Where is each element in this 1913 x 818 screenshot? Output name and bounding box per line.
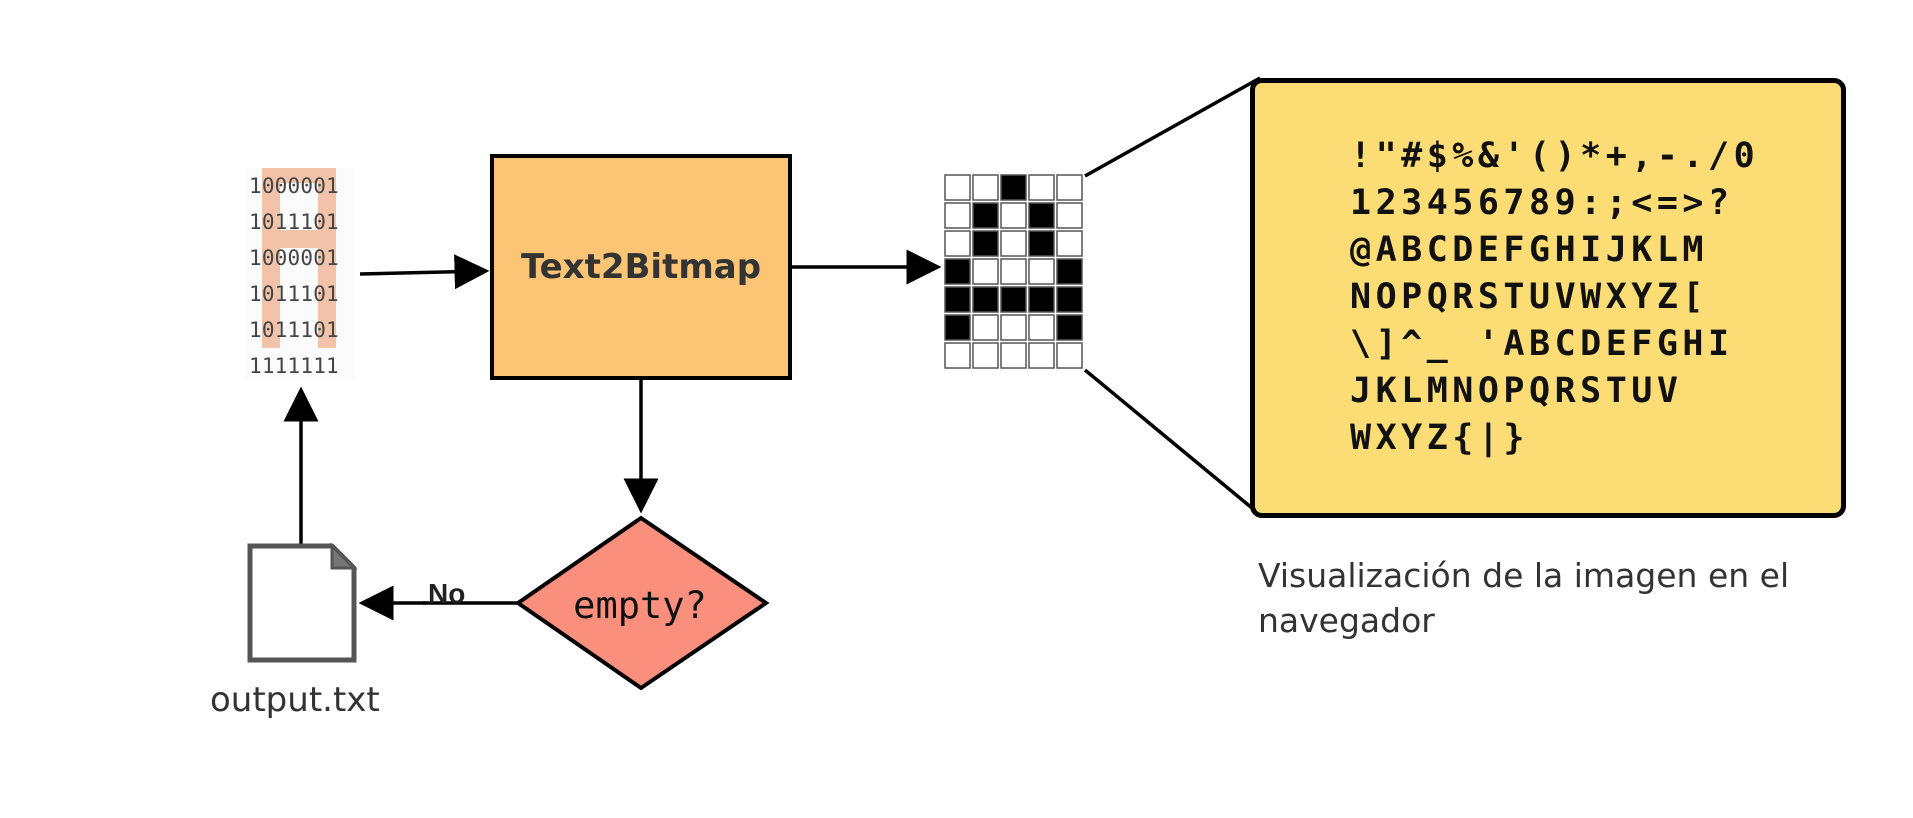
bitmap-cell-off	[1000, 258, 1027, 285]
bitmap-cell-off	[1028, 174, 1055, 201]
bitmap-cell-off	[972, 258, 999, 285]
preview-caption-line: navegador	[1258, 601, 1435, 640]
input-bits-line: 1011101	[249, 318, 339, 342]
bitmap-cell-off	[1028, 342, 1055, 369]
bitmap-cell-on	[1056, 286, 1083, 313]
process-label: Text2Bitmap	[520, 247, 762, 287]
bitmap-cell-off	[1000, 230, 1027, 257]
font-preview-row: WXYZ{|}	[1350, 418, 1530, 458]
output-file-caption: output.txt	[210, 680, 380, 720]
bitmap-cell-on	[1056, 258, 1083, 285]
input-bits-line: 1011101	[249, 210, 339, 234]
bitmap-cell-on	[972, 202, 999, 229]
input-bits-panel: 1000001 1011101 1000001 1011101 1011101 …	[245, 168, 355, 380]
bitmap-cell-on	[972, 286, 999, 313]
bitmap-cell-on	[1056, 314, 1083, 341]
font-preview-row: JKLMNOPQRSTUV	[1350, 371, 1683, 411]
input-bits-line: 1000001	[249, 174, 339, 198]
font-preview-row: !"#$%&'()*+,-./0	[1350, 136, 1760, 176]
decision-label: empty?	[573, 584, 707, 627]
bitmap-cell-on	[1028, 286, 1055, 313]
bitmap-cell-on	[944, 286, 971, 313]
bitmap-cell-off	[1056, 342, 1083, 369]
bitmap-cell-off	[1000, 314, 1027, 341]
edge-label-no: No	[428, 578, 466, 609]
arrow-bits-to-process	[359, 254, 490, 290]
process-box: Text2Bitmap	[490, 154, 792, 380]
font-preview-rows: !"#$%&'()*+,-./0 123456789:;<=>? @ABCDEF…	[1350, 133, 1759, 462]
bitmap-cell-on	[944, 314, 971, 341]
file-icon	[247, 543, 357, 663]
input-bits-line: 1011101	[249, 282, 339, 306]
bitmap-cell-on	[1000, 174, 1027, 201]
file-fold-icon	[330, 542, 358, 570]
preview-caption: Visualización de la imagen en el navegad…	[1258, 553, 1818, 643]
preview-caption-line: Visualización de la imagen en el	[1258, 556, 1790, 595]
input-bits-line: 1000001	[249, 246, 339, 270]
font-preview-row: NOPQRSTUVWXYZ[	[1350, 277, 1709, 317]
bitmap-cell-on	[1028, 230, 1055, 257]
input-bits-highlight-middle	[262, 230, 336, 248]
font-preview-row: @ABCDEFGHIJKLM	[1350, 230, 1709, 270]
bitmap-cell-off	[944, 342, 971, 369]
bitmap-cell-off	[944, 174, 971, 201]
bitmap-cell-off	[972, 342, 999, 369]
input-bits-line: 1111111	[249, 354, 339, 378]
bitmap-cell-off	[1000, 202, 1027, 229]
bitmap-cell-off	[1000, 342, 1027, 369]
font-preview-row: 123456789:;<=>?	[1350, 183, 1734, 223]
font-preview-panel: !"#$%&'()*+,-./0 123456789:;<=>? @ABCDEF…	[1250, 78, 1846, 518]
bitmap-cell-on	[1000, 286, 1027, 313]
bitmap-cell-off	[972, 314, 999, 341]
bitmap-cell-on	[944, 258, 971, 285]
bitmap-cell-off	[944, 202, 971, 229]
bitmap-cell-off	[1028, 314, 1055, 341]
zoom-line-bottom	[1083, 368, 1260, 515]
bitmap-grid	[944, 174, 1083, 369]
bitmap-cell-off	[1056, 202, 1083, 229]
font-preview-row: \]^_ 'ABCDEFGHI	[1350, 324, 1734, 364]
bitmap-cell-off	[1056, 230, 1083, 257]
bitmap-cell-off	[1056, 174, 1083, 201]
input-bits-highlight-right	[318, 168, 336, 348]
input-bits-highlight-top	[262, 168, 336, 183]
bitmap-cell-off	[1028, 258, 1055, 285]
bitmap-cell-on	[1028, 202, 1055, 229]
zoom-line-top	[1084, 76, 1261, 178]
bitmap-cell-off	[972, 174, 999, 201]
bitmap-cell-off	[944, 230, 971, 257]
bitmap-cell-on	[972, 230, 999, 257]
decision-diamond	[514, 515, 770, 691]
input-bits-highlight-left	[262, 168, 280, 348]
